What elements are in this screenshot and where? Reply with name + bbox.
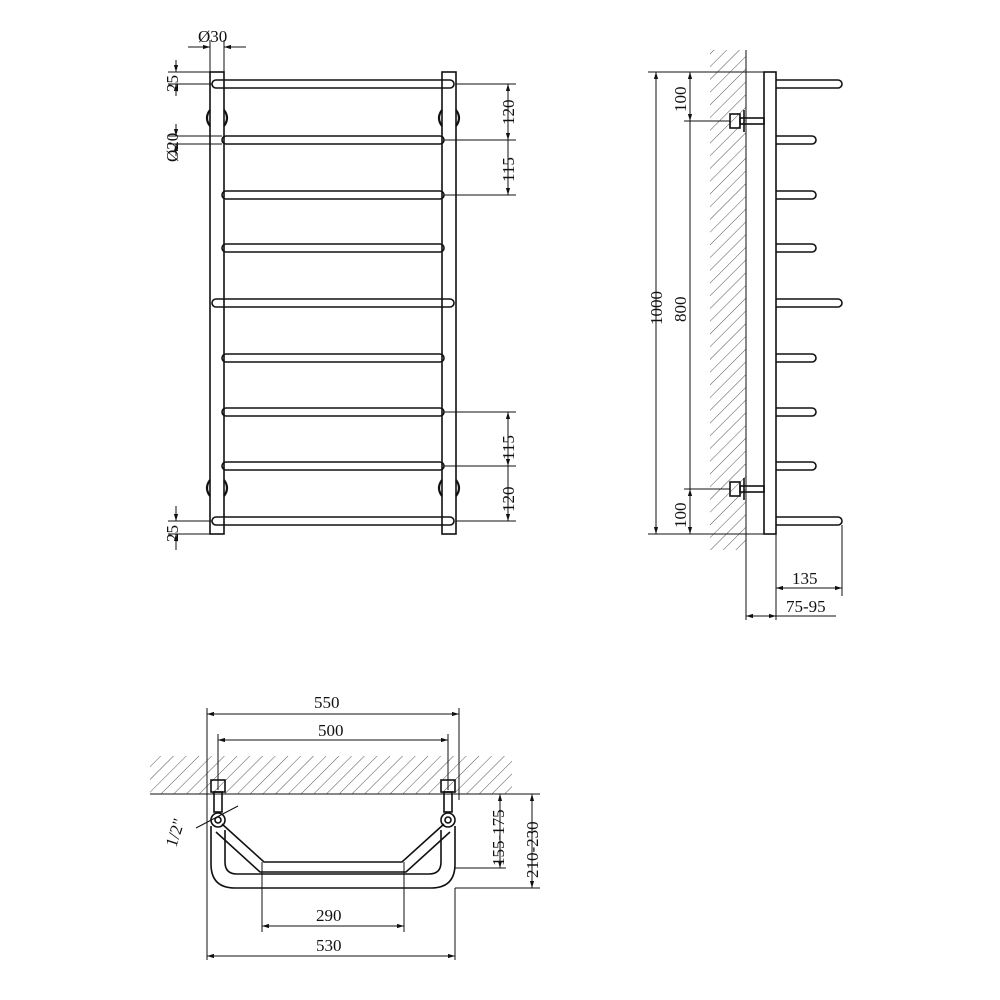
- mount-knob-top-right-b: [455, 109, 461, 127]
- side-rung-2: [776, 135, 817, 145]
- dim-top-spacing: 120: [499, 100, 518, 126]
- outer-bar-inner-edge: [224, 830, 442, 875]
- dim-total-depth: 210-230: [523, 821, 542, 878]
- dim-bar-width: 530: [316, 936, 342, 955]
- side-rung-3: [776, 190, 817, 200]
- dim-total-height: 1000: [647, 291, 666, 325]
- dim-depth: 135: [792, 569, 818, 588]
- side-rung-9: [776, 516, 843, 526]
- rung-3: [221, 190, 445, 200]
- wall-hatching: [710, 50, 746, 550]
- rung-1: [211, 79, 455, 89]
- side-rung-1: [776, 79, 843, 89]
- left-side-pipe: [209, 71, 225, 535]
- dim-mount-depth: 155-175: [489, 809, 508, 866]
- dim-wall-gap: 75-95: [786, 597, 826, 616]
- rung-2: [221, 135, 445, 145]
- rung-4: [221, 243, 445, 253]
- inner-bar: [221, 823, 445, 863]
- rung-5: [211, 298, 455, 308]
- dim-side-pipe-diameter: Ø30: [198, 27, 227, 46]
- mount-knob-top-left-b: [223, 109, 229, 127]
- side-rung-8: [776, 461, 817, 471]
- top-wall-hatching: [150, 756, 512, 794]
- right-side-pipe: [441, 71, 457, 535]
- dim-bar-diameter: Ø20: [163, 133, 182, 162]
- dim-second-spacing: 115: [499, 157, 518, 182]
- side-view: 1000 100 800 100 135 75-95: [647, 50, 843, 620]
- side-rung-4: [776, 243, 817, 253]
- dim-top-mount-offset: 100: [671, 87, 690, 113]
- mount-knob-bottom-left-b: [223, 479, 229, 497]
- dim-lower-spacing: 115: [499, 435, 518, 460]
- mount-knob-top-left: [205, 109, 211, 127]
- dim-bottom-offset: 25: [163, 525, 182, 542]
- dim-outer-width: 550: [314, 693, 340, 712]
- rung-6: [221, 353, 445, 363]
- dim-bottom-spacing: 120: [499, 487, 518, 513]
- outer-bar: [210, 826, 456, 889]
- mount-knob-bottom-right-b: [455, 479, 461, 497]
- rung-9: [211, 516, 455, 526]
- dim-bottom-mount-offset: 100: [671, 503, 690, 529]
- rung-7: [221, 407, 445, 417]
- top-view: 550 500 1/2" 155-175 210-230 290: [150, 693, 542, 960]
- rung-8: [221, 461, 445, 471]
- front-view: Ø30 25 Ø20 25 120 115: [163, 27, 518, 550]
- side-rung-6: [776, 353, 817, 363]
- dim-inner-width: 290: [316, 906, 342, 925]
- dim-thread-size: 1/2": [162, 816, 189, 849]
- side-vertical-pipe: [763, 71, 777, 535]
- dim-connection-spacing: 500: [318, 721, 344, 740]
- mount-knob-top-right: [437, 109, 443, 127]
- dim-mount-spacing: 800: [671, 297, 690, 323]
- side-rungs: [776, 79, 843, 526]
- rungs: [211, 79, 455, 526]
- side-rung-7: [776, 407, 817, 417]
- side-rung-5: [776, 298, 843, 308]
- right-connector: [440, 779, 456, 828]
- mount-knob-bottom-right: [437, 479, 443, 497]
- mount-knob-bottom-left: [205, 479, 211, 497]
- dim-top-offset: 25: [163, 75, 182, 92]
- inner-bar-edge: [215, 831, 451, 873]
